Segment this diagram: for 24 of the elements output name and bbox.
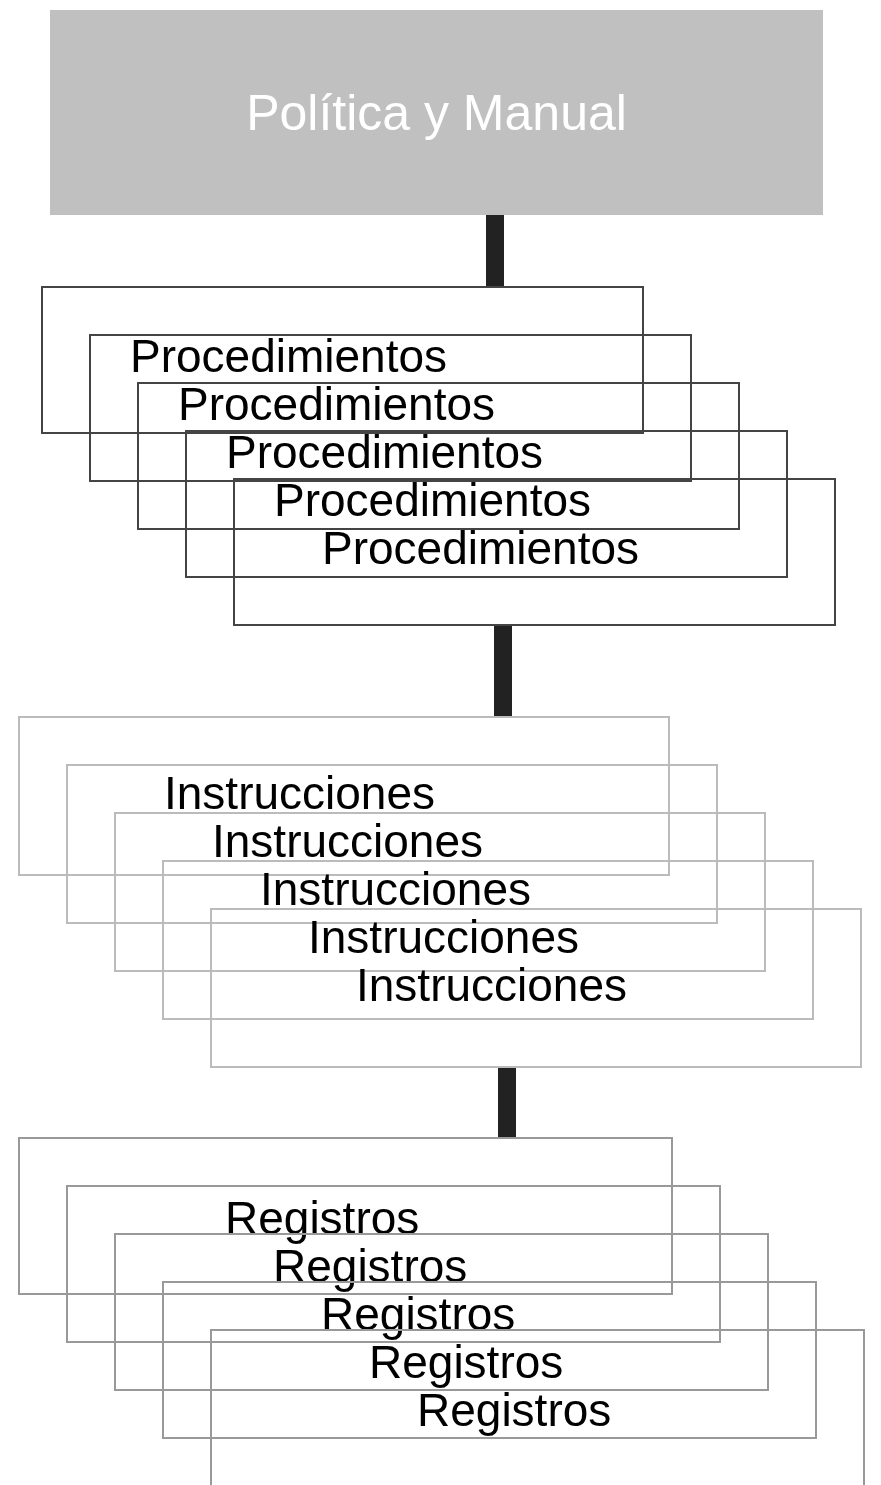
document-label: Instrucciones — [308, 914, 579, 960]
connector-bar — [494, 626, 512, 716]
document-box — [210, 908, 862, 1068]
document-box — [137, 382, 740, 530]
document-box — [66, 1185, 721, 1343]
document-box — [41, 286, 644, 434]
document-label: Procedimientos — [178, 381, 496, 427]
title-text: Política y Manual — [246, 83, 627, 142]
document-box — [18, 1137, 673, 1295]
document-box — [89, 334, 692, 482]
document-box — [185, 430, 788, 578]
document-label: Procedimientos — [226, 429, 544, 475]
document-label: Instrucciones — [212, 818, 483, 864]
connector-bar — [486, 215, 504, 286]
document-label: Procedimientos — [274, 477, 592, 523]
document-label: Instrucciones — [164, 770, 435, 816]
document-box — [162, 860, 814, 1020]
document-label: Procedimientos — [322, 525, 640, 571]
document-label: Procedimientos — [130, 333, 448, 379]
document-label: Instrucciones — [260, 866, 531, 912]
document-box — [233, 478, 836, 626]
document-label: Instrucciones — [356, 962, 627, 1008]
connector-bar — [498, 1068, 516, 1137]
title-box — [50, 10, 823, 215]
